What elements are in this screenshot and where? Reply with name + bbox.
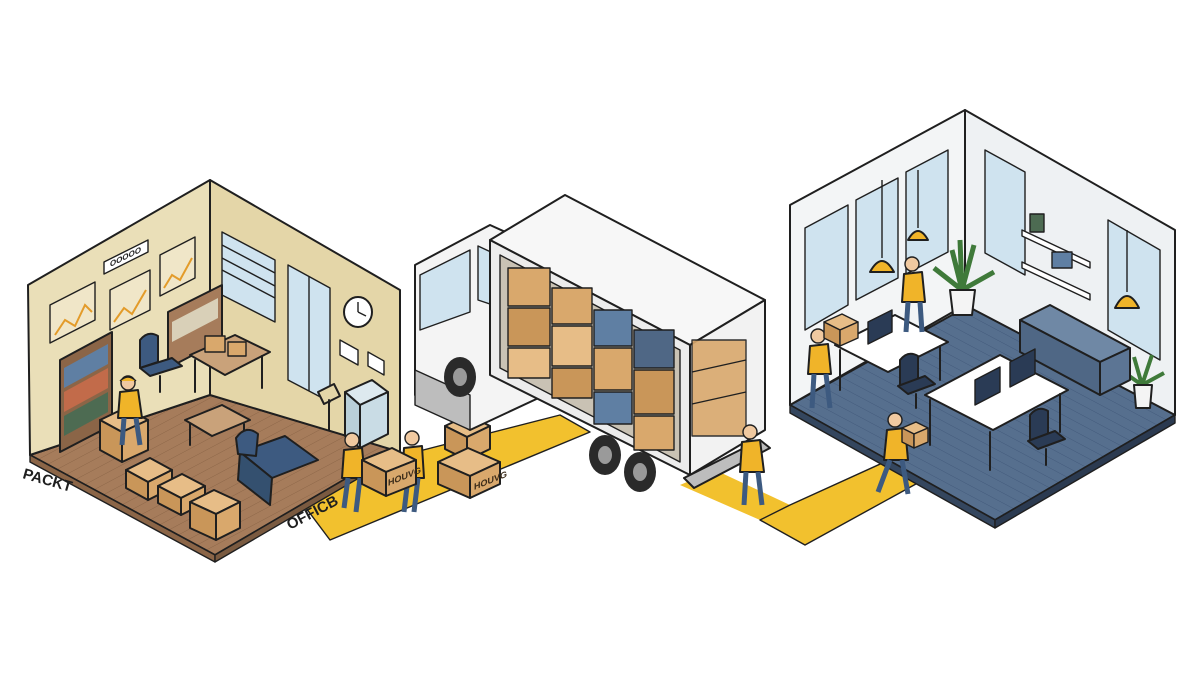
truck-wheel <box>444 357 476 397</box>
worker-icon <box>739 424 765 506</box>
box-icon <box>204 335 226 353</box>
monitor-icon <box>974 366 1001 406</box>
lamp-icon <box>317 383 341 431</box>
old-desk <box>189 334 271 393</box>
old-office-door <box>287 264 331 403</box>
monitor-icon <box>1009 348 1036 388</box>
new-office-room <box>789 109 1176 529</box>
truck-wheel <box>589 435 621 475</box>
truck-wheel <box>624 452 656 492</box>
lamp-icon <box>907 170 929 241</box>
plant-icon <box>932 239 996 316</box>
lamp-icon <box>1114 230 1140 309</box>
wall-frame <box>367 351 385 376</box>
chair-icon <box>139 332 183 393</box>
coffee-table <box>184 404 251 446</box>
chair-icon <box>1027 407 1066 466</box>
worker-icon <box>807 313 859 409</box>
plant-icon <box>1120 354 1165 409</box>
box-icon <box>227 341 247 357</box>
new-office-window <box>984 149 1161 361</box>
worker-icon <box>117 375 143 446</box>
old-office-room: OOOOO <box>27 179 401 563</box>
monitor-icon <box>867 309 893 345</box>
wall-chart-frame <box>109 269 151 331</box>
worker-icon <box>901 256 926 333</box>
lamp-icon <box>869 180 895 273</box>
clock-icon <box>343 296 373 328</box>
wall-shelf <box>1021 213 1091 301</box>
wall-frame <box>339 339 359 366</box>
box-icon <box>157 473 206 516</box>
truck-cargo <box>507 267 747 451</box>
worker-pair-carrying: HOUVG <box>341 430 425 513</box>
old-office-window <box>221 231 276 323</box>
truck-icon <box>414 194 771 492</box>
shelving-unit <box>167 284 223 369</box>
armchair <box>235 428 319 506</box>
wall-chart-frame <box>49 281 96 344</box>
chair-icon <box>897 352 936 409</box>
wall-chart-frame <box>159 236 196 297</box>
storage-cabinet <box>1019 304 1131 396</box>
worker-icon <box>875 412 929 495</box>
box-icon <box>189 489 241 541</box>
desk <box>924 348 1069 471</box>
